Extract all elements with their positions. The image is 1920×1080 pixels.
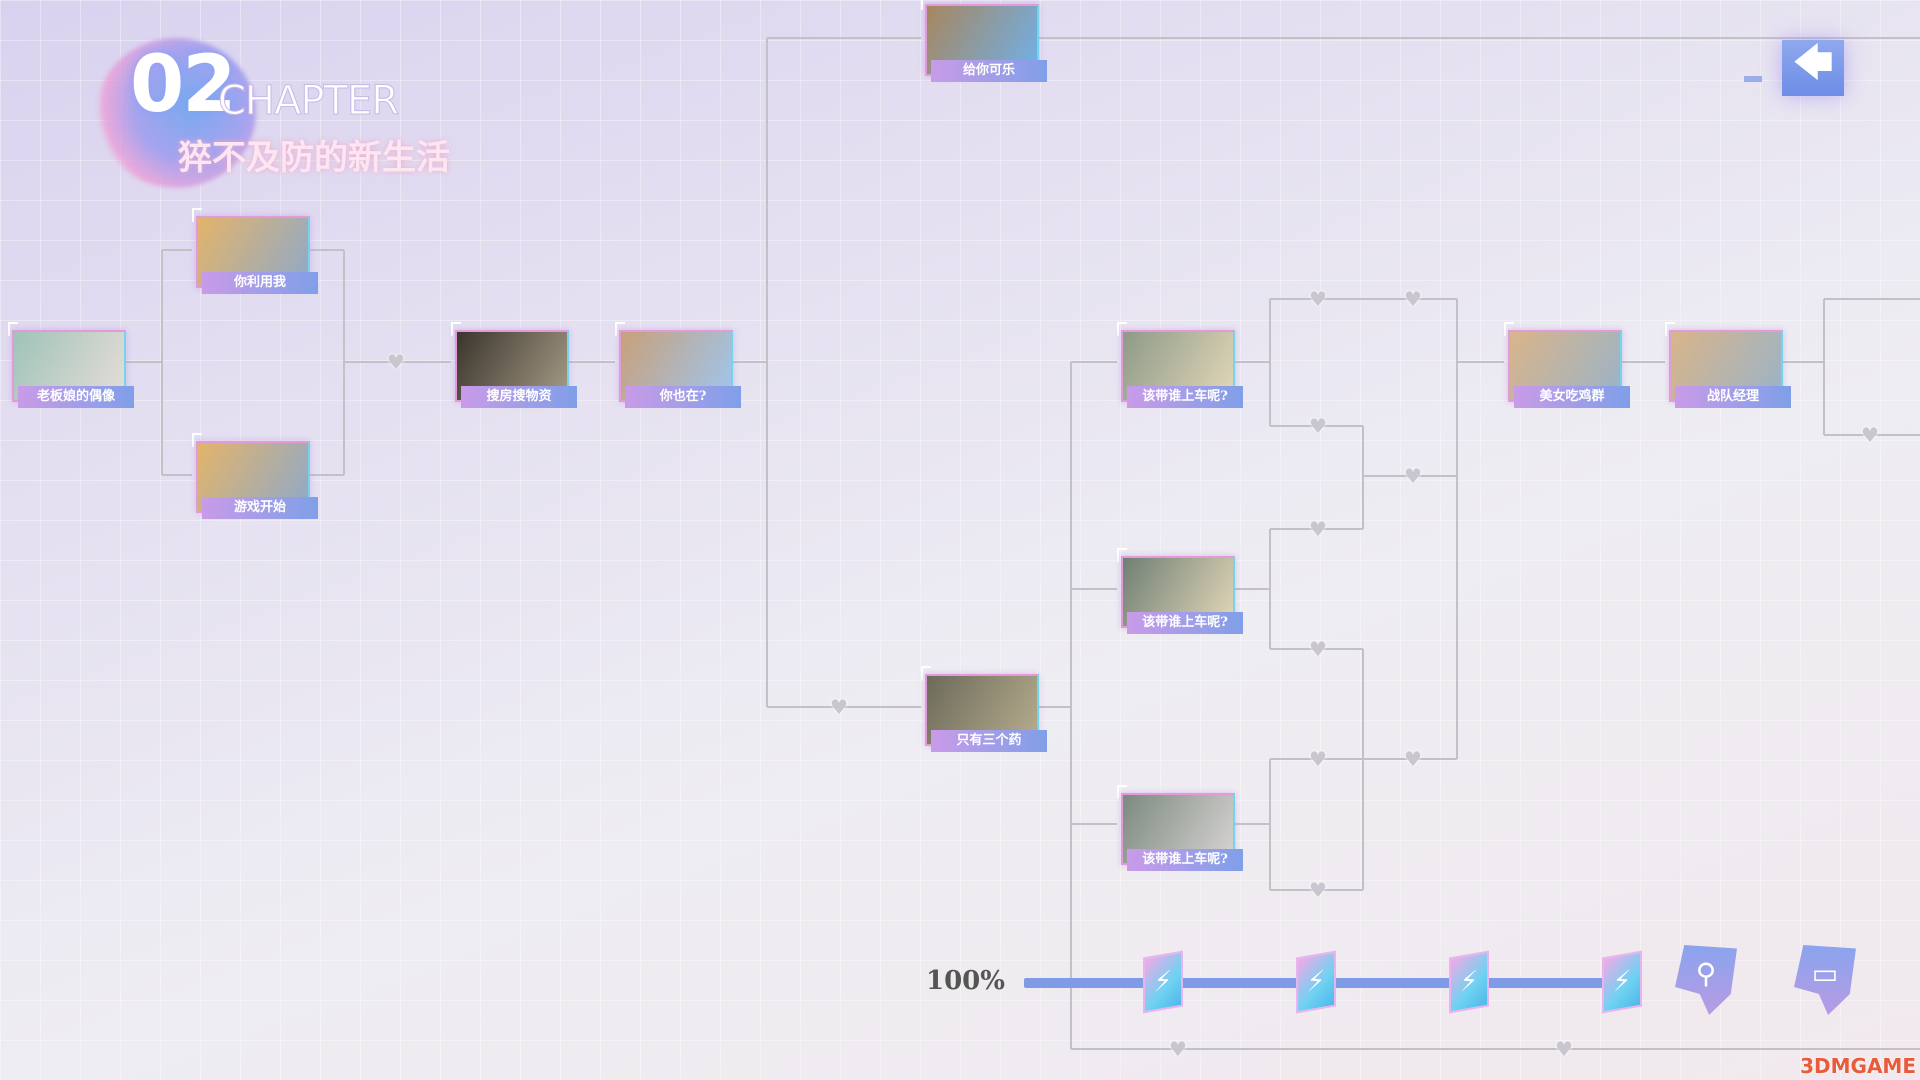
energy-drink-icon[interactable]: ⚡ [1143, 950, 1183, 1014]
heart-icon: ♥ [1404, 464, 1422, 488]
energy-drink-icon[interactable]: ⚡ [1296, 950, 1336, 1014]
heart-icon: ♥ [1169, 1037, 1187, 1061]
heart-icon: ♥ [1309, 878, 1327, 902]
heart-icon: ♥ [1309, 747, 1327, 771]
node-label: 该带谁上车呢? [1127, 612, 1243, 634]
node-label: 搜房搜物资 [461, 386, 577, 408]
node-corner [1117, 322, 1127, 336]
story-node[interactable]: 你也在? [615, 322, 743, 410]
node-corner [192, 208, 202, 222]
progress-percent: 100% [926, 966, 1005, 996]
story-node[interactable]: 只有三个药 [921, 666, 1049, 754]
heart-icon: ♥ [387, 350, 405, 374]
watermark: 3DMGAME [1800, 1054, 1916, 1078]
node-corner [451, 322, 461, 336]
back-dash [1744, 76, 1762, 82]
node-label: 你利用我 [202, 272, 318, 294]
story-node[interactable]: 老板娘的偶像 [8, 322, 136, 410]
node-label: 给你可乐 [931, 60, 1047, 82]
heart-icon: ♥ [1404, 747, 1422, 771]
node-label: 该带谁上车呢? [1127, 386, 1243, 408]
node-corner [921, 0, 931, 10]
story-node[interactable]: 该带谁上车呢? [1117, 548, 1245, 636]
story-node[interactable]: 给你可乐 [921, 0, 1049, 84]
node-label: 该带谁上车呢? [1127, 849, 1243, 871]
story-node[interactable]: 该带谁上车呢? [1117, 785, 1245, 873]
node-corner [8, 322, 18, 336]
node-label: 游戏开始 [202, 497, 318, 519]
chapter-word: CHAPTER [218, 78, 400, 125]
story-node[interactable]: 搜房搜物资 [451, 322, 579, 410]
node-corner [1665, 322, 1675, 336]
node-label: 老板娘的偶像 [18, 386, 134, 408]
back-button[interactable]: 🡄 [1782, 40, 1844, 96]
node-corner [1504, 322, 1514, 336]
chapter-number: 02 [130, 40, 237, 130]
node-corner [615, 322, 625, 336]
chapter-title: 猝不及防的新生活 [178, 138, 450, 178]
node-corner [192, 433, 202, 447]
heart-icon: ♥ [1309, 517, 1327, 541]
story-node[interactable]: 战队经理 [1665, 322, 1793, 410]
energy-drink-icon[interactable]: ⚡ [1449, 950, 1489, 1014]
heart-icon: ♥ [830, 695, 848, 719]
node-corner [1117, 785, 1127, 799]
heart-icon: ♥ [1309, 637, 1327, 661]
energy-drink-icon[interactable]: ⚡ [1602, 950, 1642, 1014]
node-label: 美女吃鸡群 [1514, 386, 1630, 408]
node-label: 战队经理 [1675, 386, 1791, 408]
story-node[interactable]: 美女吃鸡群 [1504, 322, 1632, 410]
story-node[interactable]: 你利用我 [192, 208, 320, 296]
heart-icon: ♥ [1309, 414, 1327, 438]
node-label: 只有三个药 [931, 730, 1047, 752]
node-corner [1117, 548, 1127, 562]
heart-icon: ♥ [1404, 287, 1422, 311]
node-corner [921, 666, 931, 680]
heart-icon: ♥ [1309, 287, 1327, 311]
story-node[interactable]: 该带谁上车呢? [1117, 322, 1245, 410]
heart-icon: ♥ [1861, 423, 1879, 447]
arrow-left-icon: 🡄 [1792, 40, 1834, 86]
chapter-orb [96, 38, 256, 188]
node-label: 你也在? [625, 386, 741, 408]
story-node[interactable]: 游戏开始 [192, 433, 320, 521]
heart-icon: ♥ [1555, 1037, 1573, 1061]
